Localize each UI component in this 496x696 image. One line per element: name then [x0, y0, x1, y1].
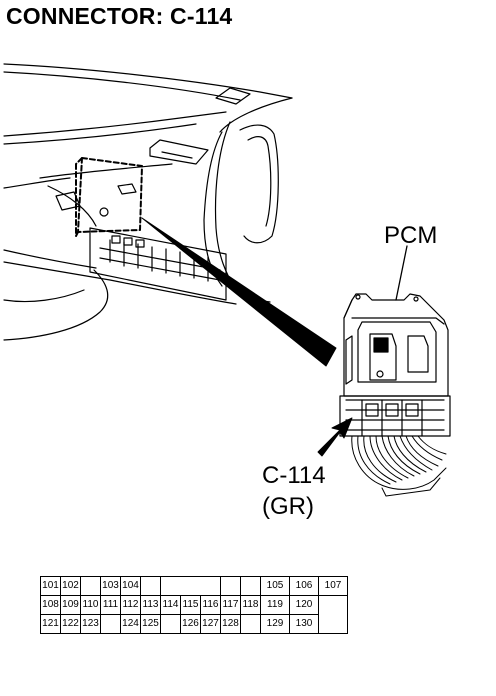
pin-cell — [240, 576, 261, 596]
pin-cell: 117 — [220, 595, 241, 615]
pin-cell — [240, 614, 261, 634]
pin-cell: 125 — [140, 614, 161, 634]
pin-cell: 123 — [80, 614, 101, 634]
pin-cell: 124 — [120, 614, 141, 634]
dashboard-pcm-location-illustration — [3, 63, 451, 497]
pin-cell: 115 — [180, 595, 201, 615]
pin-cell: 103 — [100, 576, 121, 596]
pinout-row: 108 109 110 111 112 113 114 115 116 117 … — [40, 595, 348, 615]
pin-cell: 105 — [260, 576, 290, 596]
pin-cell: 102 — [60, 576, 81, 596]
leader-wedge — [141, 217, 337, 367]
pin-cell: 129 — [260, 614, 290, 634]
pin-cell: 121 — [40, 614, 61, 634]
page-title: CONNECTOR: C-114 — [6, 3, 233, 29]
pin-cell: 112 — [120, 595, 141, 615]
pcm-leader-line — [395, 245, 408, 301]
dashboard-outline — [3, 63, 293, 341]
pin-cell: 120 — [289, 595, 319, 615]
pin-cell: 114 — [160, 595, 181, 615]
pin-cell: 113 — [140, 595, 161, 615]
pcm-module — [339, 293, 451, 437]
pin-cell: 122 — [60, 614, 81, 634]
pin-cell: 126 — [180, 614, 201, 634]
pin-cell — [160, 614, 181, 634]
pin-cell — [140, 576, 161, 596]
pin-cell: 101 — [40, 576, 61, 596]
pin-cell: 128 — [220, 614, 241, 634]
pin-cell: 118 — [240, 595, 261, 615]
pin-cell — [100, 614, 121, 634]
pin-cell — [80, 576, 101, 596]
pin-cell: 111 — [100, 595, 121, 615]
connector-arrow-icon — [317, 417, 353, 457]
wiring-harness — [351, 435, 447, 497]
pin-cell: 104 — [120, 576, 141, 596]
pin-cell — [220, 576, 241, 596]
connector-label: C-114 — [262, 462, 326, 489]
pinout-row: 121 122 123 124 125 126 127 128 129 130 — [40, 614, 348, 634]
pcm-location-highlight — [75, 157, 143, 237]
pin-cell: 106 — [289, 576, 319, 596]
pin-cell: 127 — [200, 614, 221, 634]
connector-color-label: (GR) — [262, 493, 314, 520]
pin-cell: 110 — [80, 595, 101, 615]
pin-cell: 107 — [318, 576, 348, 596]
pin-cell-blank — [160, 576, 221, 596]
pin-cell: 130 — [289, 614, 319, 634]
pcm-label: PCM — [384, 222, 438, 249]
pin-cell: 108 — [40, 595, 61, 615]
pin-cell: 116 — [200, 595, 221, 615]
connector-pinout-table: 101 102 103 104 105 106 107 108 109 110 … — [40, 576, 348, 634]
pin-cell: 119 — [260, 595, 290, 615]
pin-cell: 109 — [60, 595, 81, 615]
pinout-row: 101 102 103 104 105 106 107 — [40, 576, 348, 596]
